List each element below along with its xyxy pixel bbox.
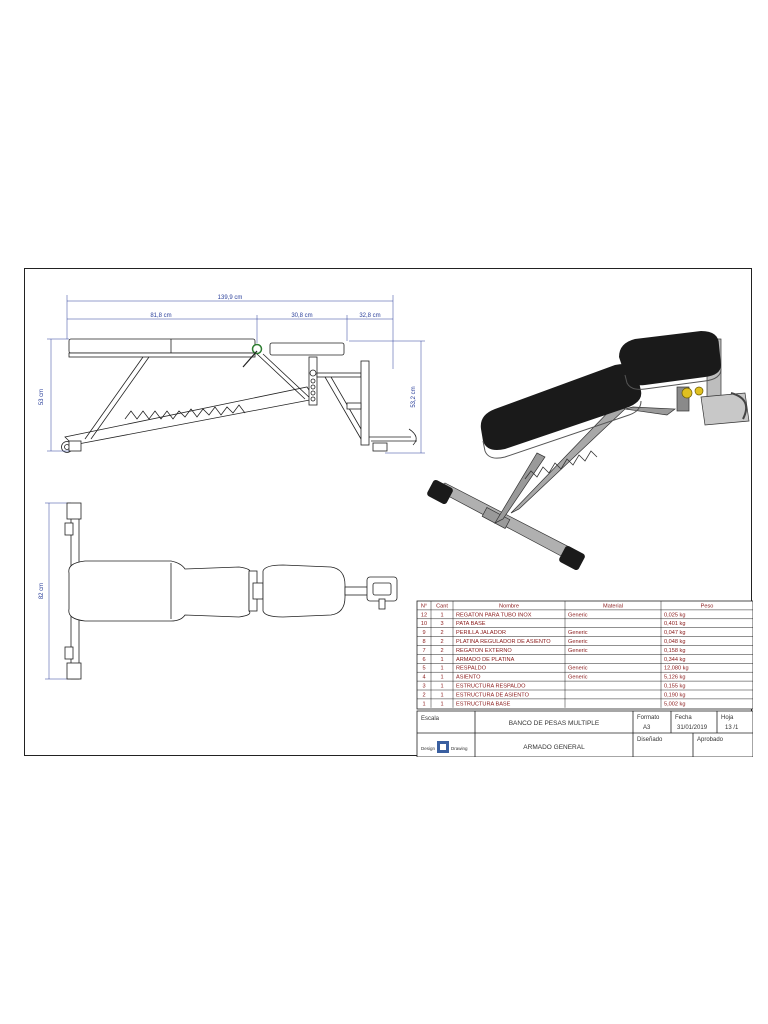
bom-cell-no: 1 [422, 701, 425, 707]
tb-fecha-value: 31/01/2019 [677, 725, 708, 731]
bom-cell-qty: 2 [440, 630, 443, 636]
bom-cell-name: PATA BASE [456, 621, 486, 627]
knob-icon [694, 386, 704, 396]
bom-cell-weight: 0,190 kg [664, 692, 685, 698]
bom-cell-material: Generic [568, 666, 588, 672]
bom-cell-weight: 0,025 kg [664, 612, 685, 618]
bom-cell-name: RESPALDO [456, 666, 487, 672]
dim-width: 82 cm [39, 583, 45, 599]
bom-cell-qty: 1 [440, 612, 443, 618]
bom-cell-name: PERILLA JALADOR [456, 630, 506, 636]
side-dimensions [45, 295, 425, 680]
top-view [64, 502, 398, 680]
bom-header-name: Nombre [499, 603, 519, 609]
bom-cell-no: 8 [422, 639, 425, 645]
bom-cell-qty: 1 [440, 701, 443, 707]
bom-cell-weight: 12,080 kg [664, 666, 689, 672]
tb-disenado-label: Diseñado [637, 737, 663, 743]
tb-escala-label: Escala [421, 716, 440, 722]
bom-header-qty: Cant [436, 603, 448, 609]
bom-cell-weight: 0,344 kg [664, 657, 685, 663]
bom-cell-name: ESTRUCTURA BASE [456, 701, 511, 707]
knob-icon [681, 387, 693, 399]
dim-backrest: 81,8 cm [150, 313, 171, 319]
tb-aprobado-label: Aprobado [697, 737, 724, 743]
bom-cell-no: 7 [422, 648, 425, 654]
bom-cell-weight: 0,047 kg [664, 630, 685, 636]
bom-cell-material: Generic [568, 630, 588, 636]
dim-height-rear: 53,2 cm [411, 386, 417, 407]
tb-fecha-label: Fecha [675, 715, 692, 721]
bom-cell-material: Generic [568, 612, 588, 618]
bom-cell-no: 12 [421, 612, 427, 618]
bom-cell-qty: 2 [440, 639, 443, 645]
isometric-view [427, 331, 750, 571]
dim-seat: 30,8 cm [291, 313, 312, 319]
bom-cell-no: 5 [422, 666, 425, 672]
drawing-sheet: 139,9 cm 81,8 cm 30,8 cm 32,8 cm 53 cm 5… [24, 268, 754, 758]
dim-height-front: 53 cm [39, 389, 45, 405]
tb-subtitle: ARMADO GENERAL [523, 744, 585, 751]
bom-cell-weight: 5,126 kg [664, 675, 685, 681]
bom-cell-no: 9 [422, 630, 425, 636]
dim-overall-length: 139,9 cm [218, 295, 243, 301]
bom-cell-no: 4 [422, 675, 425, 681]
tb-hoja-label: Hoja [721, 715, 734, 721]
bom-cell-weight: 0,048 kg [664, 639, 685, 645]
bom-cell-name: ESTRUCTURA RESPALDO [456, 684, 526, 690]
bom-header-material: Material [603, 603, 623, 609]
bom-header-no: N° [421, 603, 427, 609]
bom-cell-qty: 1 [440, 675, 443, 681]
bom-cell-name: ARMADO DE PLATINA [456, 657, 515, 663]
pivot-icon [251, 343, 263, 355]
bom-cell-name: REGATON EXTERNO [456, 648, 512, 654]
dim-rear: 32,8 cm [359, 313, 380, 319]
tb-hoja-value: 13 /1 [725, 725, 739, 731]
side-view [61, 338, 417, 453]
bom-cell-weight: 5,002 kg [664, 701, 685, 707]
bom-cell-qty: 1 [440, 692, 443, 698]
bom-cell-qty: 1 [440, 666, 443, 672]
bom-cell-weight: 0,155 kg [664, 684, 685, 690]
bom-cell-name: PLATINA REGULADOR DE ASIENTO [456, 639, 551, 645]
bom-cell-material: Generic [568, 648, 588, 654]
bom-cell-material: Generic [568, 639, 588, 645]
bom-cell-name: REGATON PARA TUBO INOX [456, 612, 532, 618]
bom-cell-qty: 1 [440, 684, 443, 690]
bom-cell-name: ESTRUCTURA DE ASIENTO [456, 692, 530, 698]
bom-cell-weight: 0,158 kg [664, 648, 685, 654]
tb-formato-value: A3 [643, 725, 651, 731]
bom-cell-name: ASIENTO [456, 675, 481, 681]
tb-title: BANCO DE PESAS MULTIPLE [509, 720, 600, 727]
svg-text:Design: Design [421, 746, 436, 751]
svg-text:Drawing: Drawing [451, 746, 468, 751]
title-block [416, 710, 754, 758]
bom-cell-qty: 1 [440, 657, 443, 663]
company-logo: Design Drawing [421, 741, 468, 753]
tb-formato-label: Formato [637, 715, 660, 721]
bom-cell-qty: 2 [440, 648, 443, 654]
bom-cell-no: 10 [421, 621, 427, 627]
bom-cell-no: 2 [422, 692, 425, 698]
bom-cell-no: 6 [422, 657, 425, 663]
bom-header-weight: Peso [701, 603, 714, 609]
bom-cell-material: Generic [568, 675, 588, 681]
bom-cell-no: 3 [422, 684, 425, 690]
bom-cell-weight: 0,401 kg [664, 621, 685, 627]
bom-cell-qty: 3 [440, 621, 443, 627]
